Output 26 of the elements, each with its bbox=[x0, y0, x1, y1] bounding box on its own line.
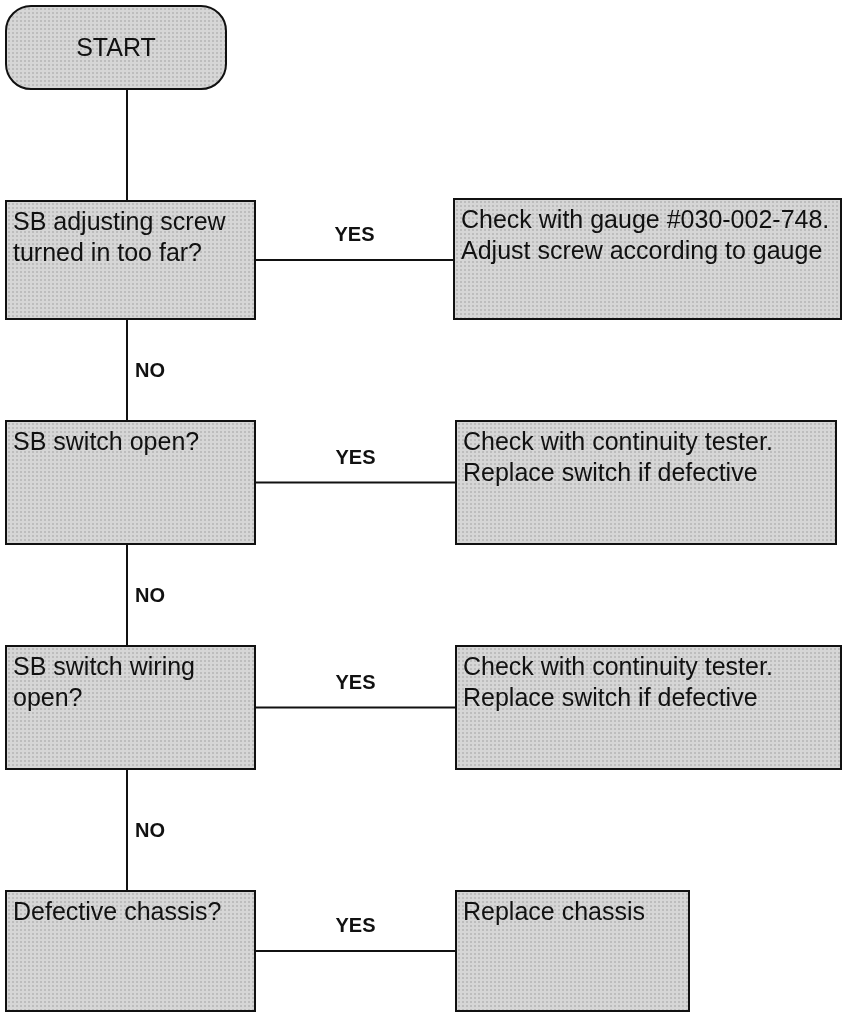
box-text: Check with gauge #030-002-748. Adjust screw according to gauge bbox=[461, 204, 831, 265]
process-box bbox=[455, 645, 842, 770]
box-text: START bbox=[76, 32, 156, 63]
box-text: SB switch open? bbox=[13, 426, 201, 457]
box-text: Check with continuity tester. Replace switch if defective bbox=[463, 426, 774, 487]
process-box bbox=[455, 420, 837, 545]
box-text: SB switch wiring open? bbox=[13, 651, 196, 712]
connector-line bbox=[126, 544, 128, 646]
connector-line bbox=[255, 706, 456, 709]
connector-line bbox=[126, 89, 128, 201]
process-box bbox=[453, 198, 842, 320]
connector-line bbox=[126, 319, 128, 421]
box-text: Replace chassis bbox=[463, 896, 647, 927]
box-text: SB adjusting screw turned in too far? bbox=[13, 206, 227, 267]
terminal-box bbox=[5, 5, 227, 90]
process-box bbox=[5, 200, 256, 320]
box-text: Check with continuity tester. Replace switch if defective bbox=[463, 651, 774, 712]
box-text: Defective chassis? bbox=[13, 896, 223, 927]
connector-line bbox=[255, 259, 454, 261]
connector-line bbox=[126, 769, 128, 891]
process-box bbox=[5, 645, 256, 770]
connector-line bbox=[255, 481, 456, 484]
process-box bbox=[5, 890, 256, 1012]
process-box bbox=[5, 420, 256, 545]
connector-line bbox=[255, 950, 456, 952]
process-box bbox=[455, 890, 690, 1012]
